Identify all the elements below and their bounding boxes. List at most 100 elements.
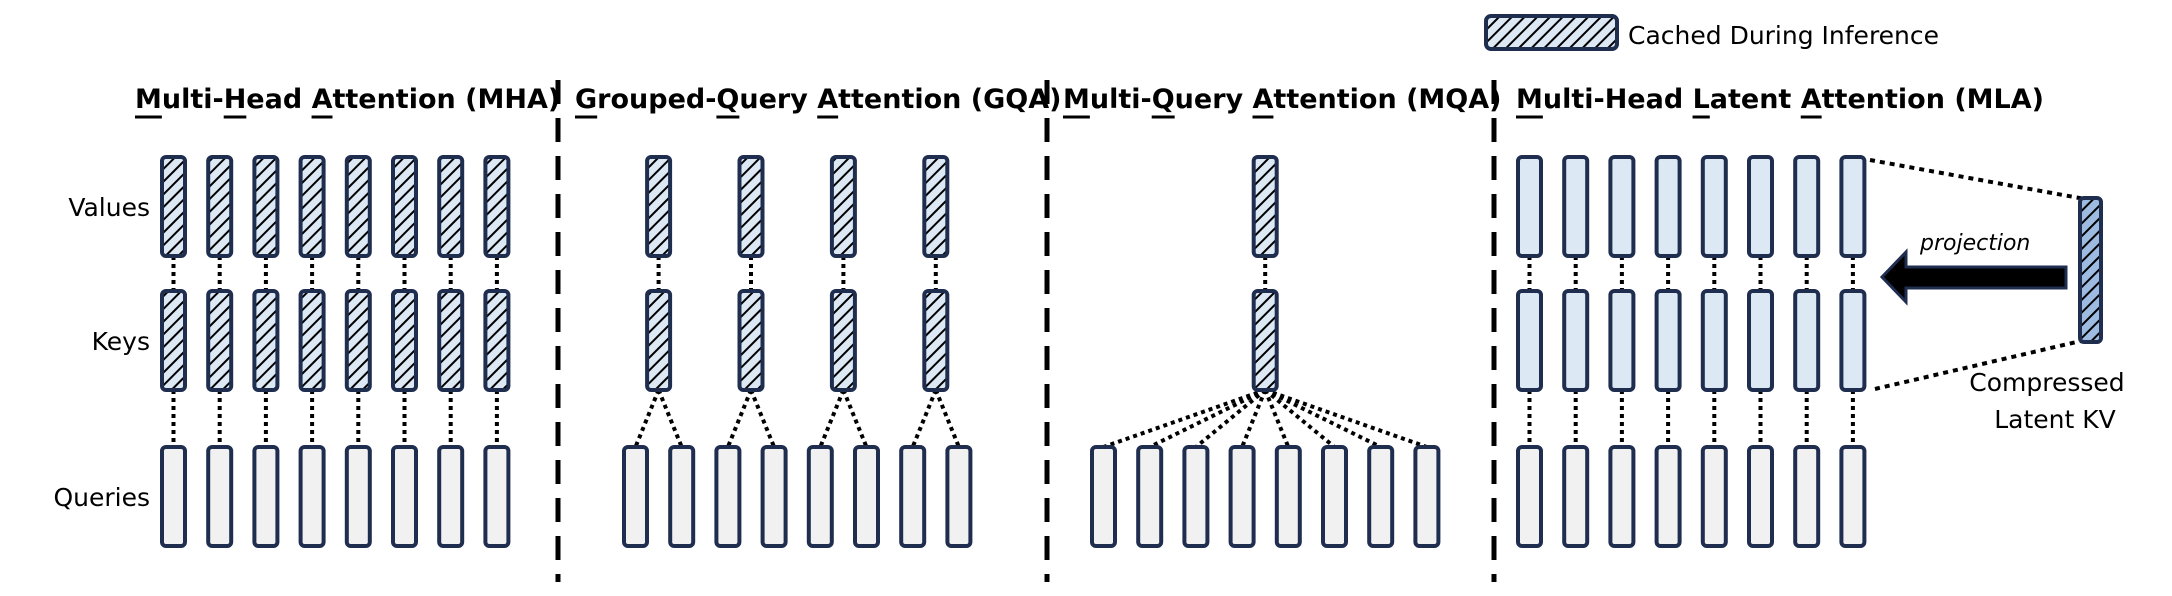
mla-value-head	[1700, 155, 1728, 258]
mla-value-head	[1562, 155, 1590, 258]
gqa-key-query-connector	[656, 389, 684, 448]
gqa-key-query-connector	[726, 389, 753, 448]
panel-titles: Multi-Head Attention (MHA) Grouped-Query…	[135, 84, 2044, 119]
row-label-values: Values	[68, 193, 150, 222]
gqa-key-head	[922, 289, 950, 392]
mha-value-head	[206, 155, 234, 258]
mla-query-head	[1654, 445, 1682, 548]
gqa-query-head	[714, 445, 742, 548]
mha-key-head	[160, 289, 187, 392]
gqa-query-head	[945, 445, 973, 548]
mqa-key-query-connector	[1240, 389, 1268, 448]
mqa-key-query-connector	[1263, 388, 1336, 449]
mla-query-head	[1747, 445, 1774, 548]
projection-arrow-icon	[1879, 248, 2068, 306]
mqa-query-head	[1228, 445, 1256, 548]
panel-title-mqa: Multi-Query Attention (MQA)	[1063, 84, 1502, 115]
gqa-key-query-connector	[841, 389, 869, 448]
mla-key-head	[1608, 289, 1636, 392]
mqa-query-head	[1413, 445, 1441, 548]
mla-value-head	[1608, 155, 1636, 258]
mla-key-head	[1700, 289, 1728, 392]
mha-key-head	[252, 289, 280, 392]
mla-value-head	[1516, 155, 1543, 258]
mha-value-head	[437, 155, 465, 258]
panel-title-gqa: Grouped-Query Attention (GQA)	[575, 84, 1062, 115]
mla-value-head	[1654, 155, 1682, 258]
mla-key-head	[1654, 289, 1682, 392]
gqa-value-head	[737, 155, 765, 258]
mha-query-head	[298, 445, 326, 548]
legend: Cached During Inference	[1484, 14, 1939, 51]
mla-query-head	[1793, 445, 1821, 548]
mha-query-head	[160, 445, 187, 548]
gqa-query-head	[853, 445, 880, 548]
mla-query-head	[1516, 445, 1543, 548]
mla-query-head	[1562, 445, 1590, 548]
latent-caption-line1: Compressed	[1969, 368, 2124, 397]
compressed-latent-kv-bar	[2078, 196, 2103, 344]
mqa-key-query-connector	[1194, 388, 1267, 449]
mqa-query-head	[1136, 445, 1164, 548]
panel-title-mha: Multi-Head Attention (MHA)	[135, 84, 560, 115]
gqa-query-head	[760, 445, 788, 548]
mha-query-head	[252, 445, 280, 548]
legend-label: Cached During Inference	[1628, 21, 1939, 50]
mha-key-head	[298, 289, 326, 392]
mla-key-head	[1747, 289, 1774, 392]
latent-bracket-top	[1869, 158, 2086, 201]
latent-caption-line2: Latent KV	[1994, 405, 2116, 434]
connectors	[171, 256, 1855, 449]
mha-key-head	[483, 289, 511, 392]
mqa-key-query-connector	[1263, 389, 1291, 448]
mla-query-head	[1839, 445, 1867, 548]
mqa-key-query-connector	[1264, 388, 1382, 449]
gqa-key-head	[737, 289, 765, 392]
gqa-query-head	[806, 445, 834, 548]
gqa-value-head	[829, 155, 857, 258]
mla-key-head	[1516, 289, 1543, 392]
row-label-keys: Keys	[92, 327, 150, 356]
gqa-key-query-connector	[633, 389, 661, 448]
mha-value-head	[344, 155, 372, 258]
mha-value-head	[160, 155, 187, 258]
gqa-key-query-connector	[818, 389, 846, 448]
mla-query-head	[1700, 445, 1728, 548]
mha-query-head	[483, 445, 511, 548]
mqa-query-head	[1274, 445, 1302, 548]
mqa-key-query-connector	[1264, 388, 1428, 449]
gqa-key-query-connector	[933, 389, 961, 448]
mha-value-head	[298, 155, 326, 258]
gqa-query-head	[899, 445, 927, 548]
gqa-query-head	[622, 445, 649, 548]
mla-key-head	[1562, 289, 1590, 392]
panel-dividers	[555, 80, 1497, 582]
mha-query-head	[344, 445, 372, 548]
mha-query-head	[206, 445, 234, 548]
mha-query-head	[391, 445, 418, 548]
mqa-key-query-connector	[1102, 388, 1266, 449]
mqa-query-head	[1182, 445, 1210, 548]
mha-key-head	[206, 289, 234, 392]
mqa-key-head	[1251, 289, 1279, 392]
mqa-key-query-connector	[1148, 388, 1267, 449]
mla-key-head	[1839, 289, 1867, 392]
gqa-key-query-connector	[749, 389, 776, 448]
row-label-queries: Queries	[53, 483, 150, 512]
gqa-value-head	[922, 155, 950, 258]
head-bars	[160, 155, 1867, 548]
mqa-query-head	[1090, 445, 1117, 548]
gqa-value-head	[645, 155, 673, 258]
mha-key-head	[437, 289, 465, 392]
mqa-value-head	[1251, 155, 1279, 258]
gqa-key-query-connector	[910, 389, 938, 448]
mla-value-head	[1747, 155, 1774, 258]
mla-query-head	[1608, 445, 1636, 548]
gqa-key-head	[645, 289, 673, 392]
projection-label: projection	[1919, 231, 2030, 256]
mqa-query-head	[1321, 445, 1348, 548]
gqa-query-head	[668, 445, 696, 548]
mla-value-head	[1839, 155, 1867, 258]
mha-key-head	[344, 289, 372, 392]
